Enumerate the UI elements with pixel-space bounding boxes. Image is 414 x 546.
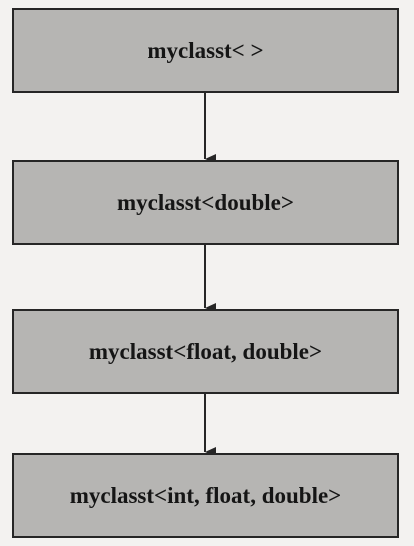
node-label: myclasst<int, float, double> xyxy=(69,482,342,508)
node-myclasst-empty: myclasst< > xyxy=(12,8,399,93)
node-myclasst-int-float-double: myclasst<int, float, double> xyxy=(12,453,399,538)
node-label: myclasst<float, double> xyxy=(88,338,323,364)
node-label: myclasst< > xyxy=(147,37,264,63)
node-myclasst-double: myclasst<double> xyxy=(12,160,399,245)
node-label: myclasst<double> xyxy=(116,189,294,215)
node-myclasst-float-double: myclasst<float, double> xyxy=(12,309,399,394)
